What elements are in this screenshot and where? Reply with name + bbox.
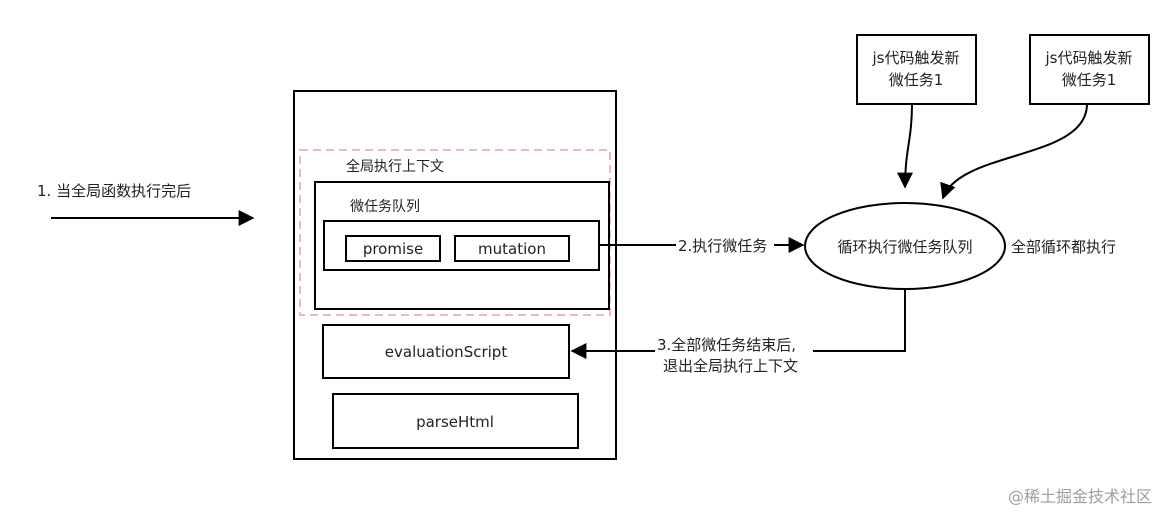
trigger-2-arrow: [940, 103, 1088, 200]
evaluation-script-label: evaluationScript: [385, 343, 508, 361]
mutation-item-label: mutation: [478, 240, 546, 258]
return-label-line2: 退出全局执行上下文: [663, 357, 798, 375]
parse-html-label: parseHtml: [416, 413, 494, 431]
watermark: @稀土掘金技术社区: [1008, 487, 1152, 506]
trigger-box-2-line2: 微任务1: [1062, 71, 1117, 89]
trigger-box-1-line2: 微任务1: [889, 71, 944, 89]
trigger-box-1: [856, 34, 977, 105]
mutation-item-box: [454, 235, 570, 262]
evaluation-script-box: [322, 324, 570, 379]
execute-label-bg: [676, 234, 774, 256]
return-label-line1: 3.全部微任务结束后,: [657, 336, 796, 354]
loop-side-label: 全部循环都执行: [1011, 238, 1116, 256]
trigger-box-2-line1: js代码触发新: [1045, 49, 1133, 67]
promise-item-label: promise: [363, 240, 423, 258]
trigger-box-2: [1029, 34, 1150, 105]
global-context-label: 全局执行上下文: [346, 158, 444, 175]
left-step-label: 1. 当全局函数执行完后: [37, 182, 191, 200]
return-label-bg: [655, 334, 813, 374]
execute-arrow-label: 2.执行微任务: [678, 237, 767, 255]
microtask-queue-label: 微任务队列: [350, 199, 420, 215]
trigger-box-1-line1: js代码触发新: [872, 49, 960, 67]
loop-label: 循环执行微任务队列: [837, 238, 972, 256]
trigger-1-arrow: [897, 103, 914, 189]
promise-item-box: [345, 235, 441, 262]
call-stack-box: [293, 90, 617, 460]
parse-html-box: [332, 393, 579, 449]
